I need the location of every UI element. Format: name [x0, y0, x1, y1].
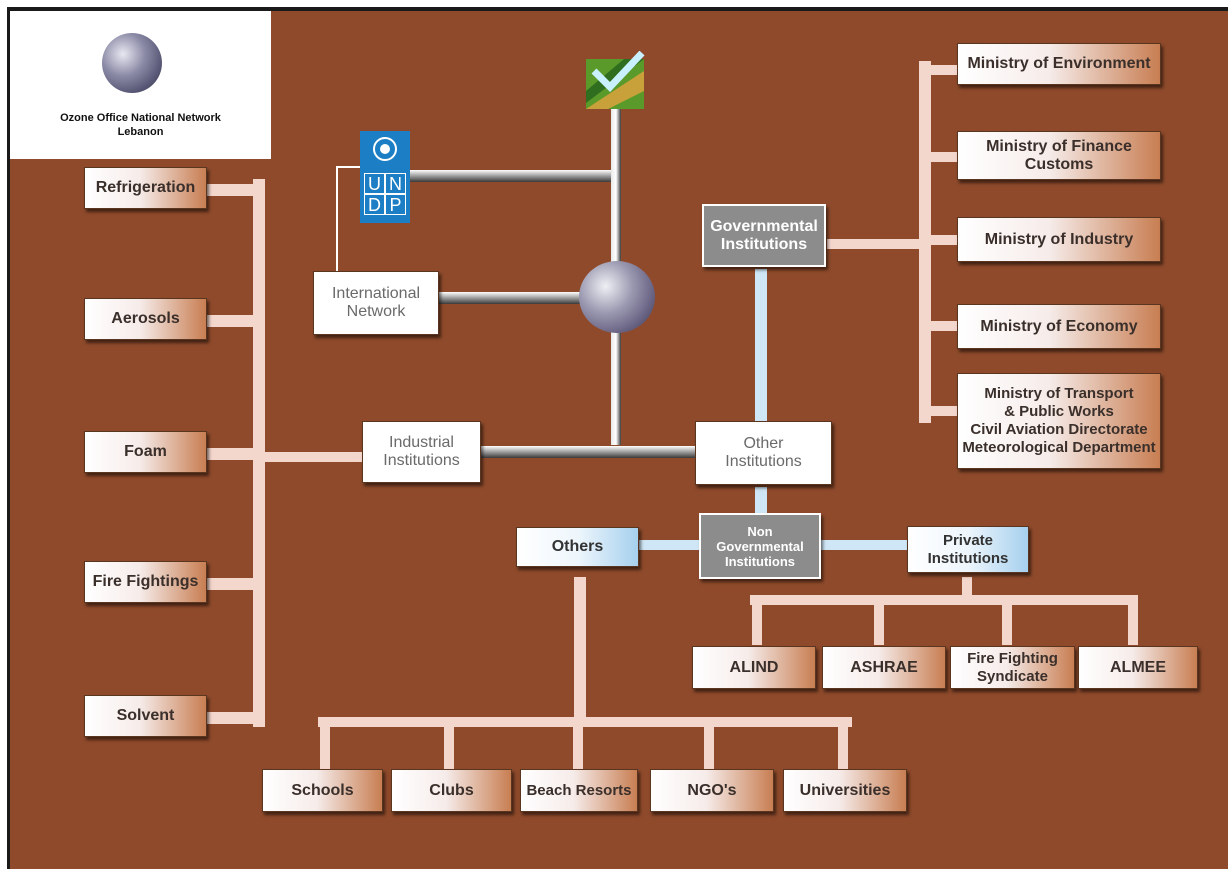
ministry-environment: Ministry of Environment — [957, 43, 1161, 85]
checkmark-logo-icon — [586, 51, 645, 109]
ministry-industry: Ministry of Industry — [957, 217, 1161, 262]
sector-fire-fightings: Fire Fightings — [84, 561, 207, 603]
private-member-fire-fighting-syndicate: Fire Fighting Syndicate — [950, 646, 1075, 689]
private-member-ashrae: ASHRAE — [822, 646, 946, 689]
logo-caption-line2: Lebanon — [117, 126, 164, 138]
ministry-transport: Ministry of Transport & Public Works Civ… — [957, 373, 1161, 469]
undp-letter: U — [364, 173, 385, 194]
logo-caption-line1: Ozone Office National Network — [60, 112, 221, 124]
others-member-schools: Schools — [262, 769, 383, 812]
others-member-universities: Universities — [783, 769, 907, 812]
industrial-institutions-node: Industrial Institutions — [362, 421, 481, 483]
ozone-globe-icon — [579, 261, 655, 333]
un-emblem-icon — [373, 137, 397, 161]
ministry-finance: Ministry of Finance Customs — [957, 131, 1161, 180]
international-network-node: International Network — [313, 271, 439, 335]
others-member-ngos: NGO's — [650, 769, 774, 812]
diagram-canvas: Ozone Office National Network Lebanon U … — [7, 7, 1228, 869]
sector-aerosols: Aerosols — [84, 298, 207, 340]
sector-solvent: Solvent — [84, 695, 207, 737]
logo-panel: Ozone Office National Network Lebanon — [10, 11, 271, 159]
undp-letter: P — [385, 194, 406, 215]
ngo-institutions-node: Non Governmental Institutions — [699, 513, 821, 579]
undp-letter: D — [364, 194, 385, 215]
sector-refrigeration: Refrigeration — [84, 167, 207, 209]
ministry-economy: Ministry of Economy — [957, 304, 1161, 349]
undp-letter: N — [385, 173, 406, 194]
governmental-institutions-node: Governmental Institutions — [702, 204, 826, 267]
private-member-almee: ALMEE — [1078, 646, 1198, 689]
private-institutions-node: Private Institutions — [907, 526, 1029, 573]
other-institutions-node: Other Institutions — [695, 421, 832, 485]
sector-foam: Foam — [84, 431, 207, 473]
logo-caption: Ozone Office National Network Lebanon — [10, 111, 271, 139]
undp-logo: U N D P — [360, 131, 410, 223]
connector-lines — [207, 61, 1138, 772]
private-member-alind: ALIND — [692, 646, 816, 689]
others-member-beach-resorts: Beach Resorts — [520, 769, 638, 812]
ozone-globe-icon — [102, 33, 162, 93]
others-node: Others — [516, 527, 639, 567]
others-member-clubs: Clubs — [391, 769, 512, 812]
